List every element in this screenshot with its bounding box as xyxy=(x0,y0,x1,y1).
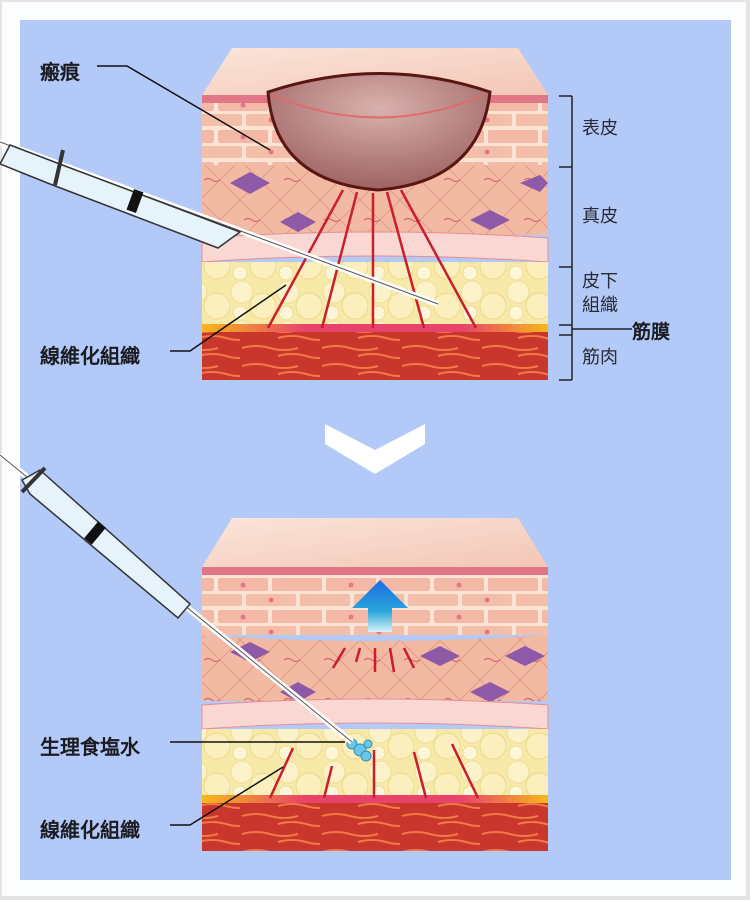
fibrotic-fibers-bottom xyxy=(268,647,480,799)
layer-label-fascia: 筋膜 xyxy=(632,321,671,343)
layer-label-dermis: 真皮 xyxy=(582,206,618,227)
skin-block-bottom xyxy=(0,452,549,851)
chevron-down-icon xyxy=(325,424,425,474)
fibrotic-fibers-top xyxy=(266,189,478,329)
layer-bracket xyxy=(559,95,632,381)
callout-fibrotic-tissue-top: 線維化組織 xyxy=(40,344,140,368)
lift-arrow-icon xyxy=(352,580,408,632)
callout-scar: 瘢痕 xyxy=(40,60,80,84)
callout-saline: 生理食塩水 xyxy=(40,735,140,759)
syringe-bottom xyxy=(0,452,354,745)
layer-label-muscle: 筋肉 xyxy=(582,347,618,368)
layer-label-epidermis: 表皮 xyxy=(582,118,618,139)
callout-fibrotic-tissue-bottom: 線維化組織 xyxy=(40,818,140,842)
callout-lines-top xyxy=(97,65,287,352)
layer-label-subcutaneous-1: 皮下 xyxy=(582,271,618,292)
skin-block-top xyxy=(0,48,549,380)
syringe-top xyxy=(0,139,440,307)
layer-label-subcutaneous-2: 組織 xyxy=(582,295,618,316)
callout-lines-bottom xyxy=(170,741,345,826)
scar-dome xyxy=(266,72,492,192)
